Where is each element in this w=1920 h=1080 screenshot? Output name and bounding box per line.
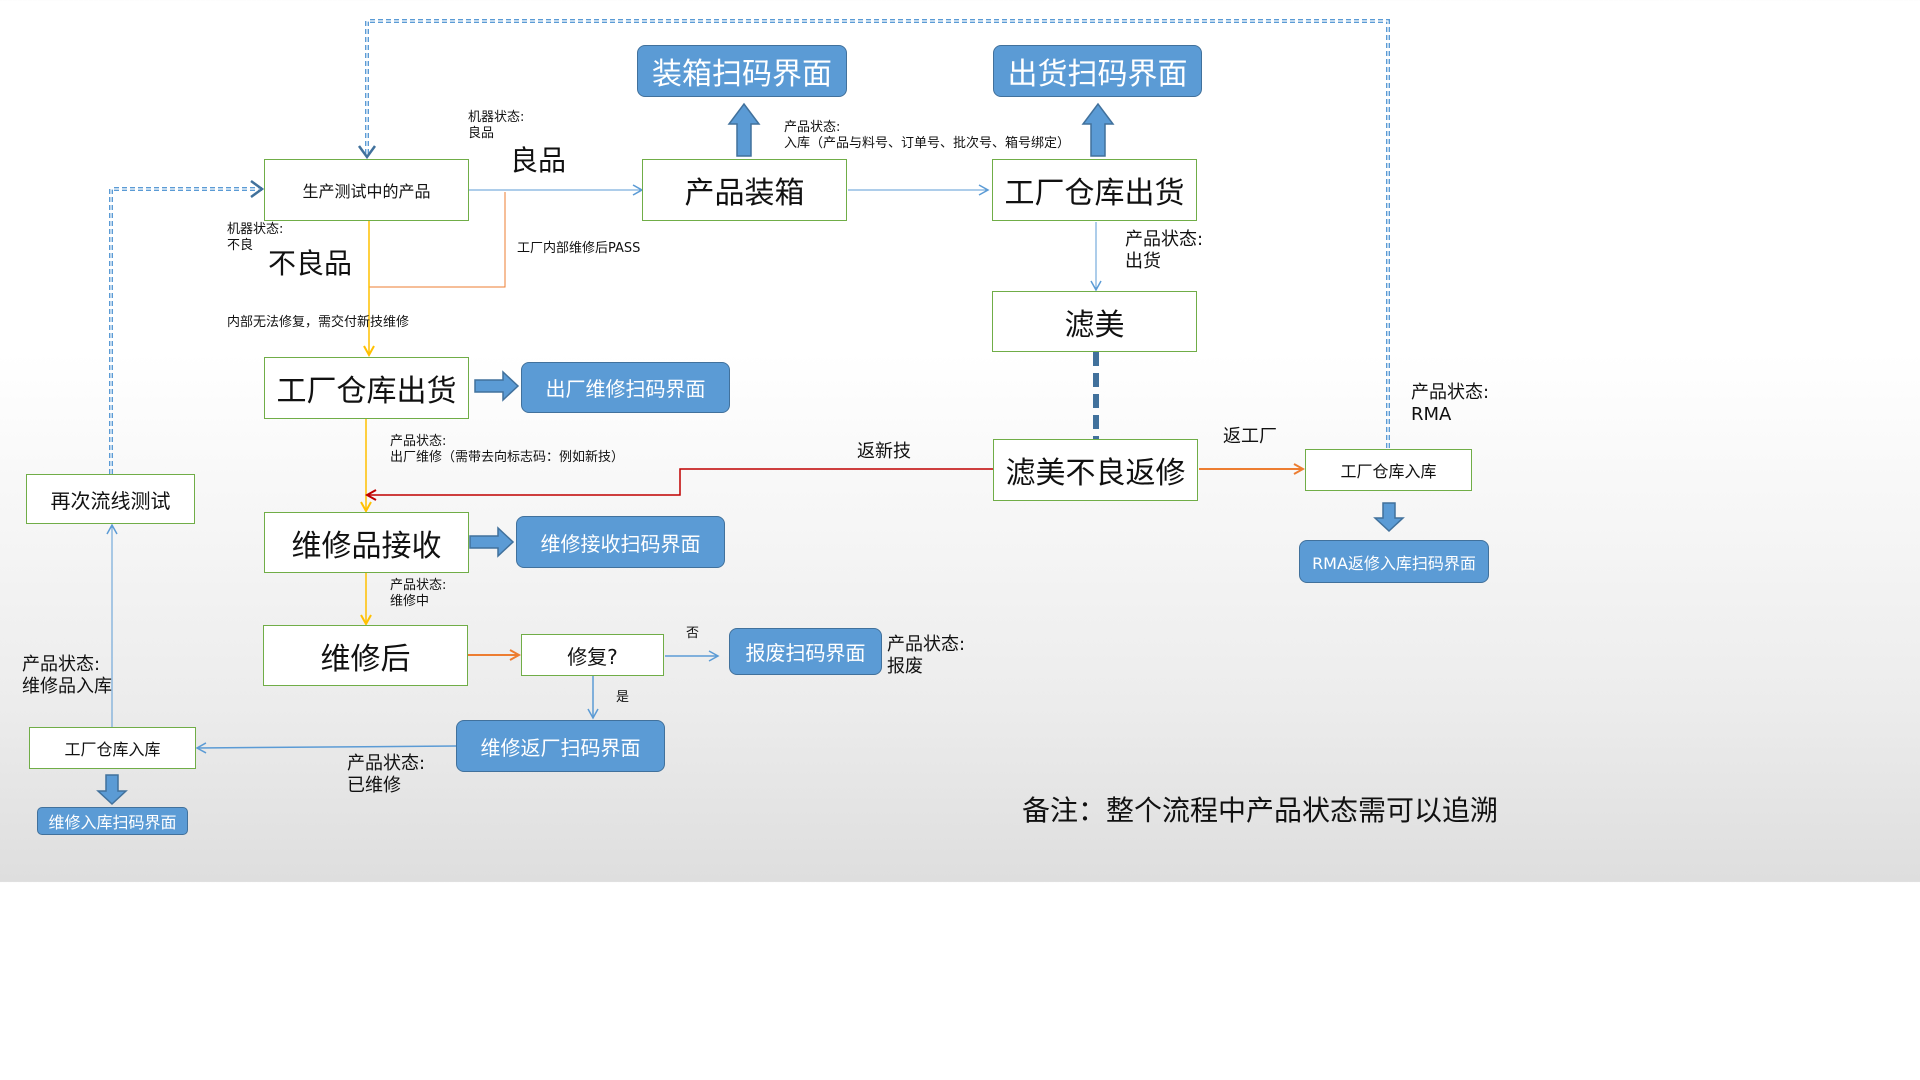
- good-big-label: 良品: [510, 144, 567, 177]
- fat-arrows: [96, 102, 1405, 806]
- status-repairing-label: 产品状态:维修中: [390, 578, 447, 609]
- no-label: 否: [686, 626, 700, 641]
- repair-return-scan-screen: 维修返厂扫码界面: [456, 720, 665, 772]
- scrap-scan-screen: 报废扫码界面: [729, 628, 882, 675]
- node-factory-ship-top: 工厂仓库出货: [992, 159, 1197, 221]
- node-factory-ship-left: 工厂仓库出货: [264, 357, 469, 419]
- status-rma-label: 产品状态:RMA: [1411, 382, 1490, 425]
- down-arrow-to-rma-scan: [1373, 502, 1405, 533]
- rma-feedback-dashed-line: [357, 19, 1390, 448]
- down-arrow-to-repair-in-scan: [96, 774, 128, 806]
- return-factory-label: 返工厂: [1223, 426, 1277, 447]
- status-out-repair-label: 产品状态:出厂维修（需带去向标志码：例如新技）: [390, 434, 625, 465]
- status-stock-label: 产品状态:入库（产品与料号、订单号、批次号、箱号绑定）: [784, 120, 1071, 151]
- ship-scan-screen: 出货扫码界面: [993, 45, 1202, 97]
- up-arrow-to-ship-scan: [1081, 102, 1115, 157]
- internal-pass-line: [369, 192, 506, 288]
- cannot-fix-label: 内部无法修复，需交付新技维修: [227, 315, 410, 330]
- node-huimei: 滤美: [992, 291, 1197, 352]
- up-arrow-to-packing-scan: [727, 102, 761, 157]
- repair-in-scan-screen: 维修入库扫码界面: [37, 807, 188, 835]
- status-repair-in-label: 产品状态:维修品入库: [22, 654, 112, 697]
- return-xinji-label: 返新技: [857, 441, 911, 462]
- out-repair-scan-screen: 出厂维修扫码界面: [521, 362, 730, 413]
- machine-status-good-label: 机器状态:良品: [468, 110, 525, 141]
- status-scrap-label: 产品状态:报废: [887, 634, 966, 677]
- right-arrow-to-out-repair-scan: [474, 370, 520, 402]
- node-factory-in-right: 工厂仓库入库: [1305, 449, 1472, 491]
- node-factory-in-left: 工厂仓库入库: [29, 727, 196, 769]
- node-repair-receive: 维修品接收: [264, 512, 469, 573]
- right-arrow-to-receive-scan: [469, 526, 515, 558]
- yes-label: 是: [616, 690, 630, 705]
- repair-receive-scan-screen: 维修接收扫码界面: [516, 516, 725, 568]
- node-after-repair: 维修后: [263, 625, 468, 686]
- status-repaired-label: 产品状态:已维修: [347, 753, 426, 796]
- node-repaired-question: 修复?: [521, 634, 664, 676]
- node-retest: 再次流线测试: [26, 474, 195, 524]
- machine-status-bad-label: 机器状态:不良: [227, 222, 284, 253]
- node-in-test: 生产测试中的产品: [264, 159, 469, 221]
- arrow-return-scan-to-stock: [195, 742, 458, 754]
- node-packing: 产品装箱: [642, 159, 847, 221]
- status-shipped-label: 产品状态:出货: [1125, 229, 1204, 272]
- retest-feedback-dashed-line: [109, 179, 265, 474]
- connector-layer: [96, 19, 1405, 806]
- note-text: 备注：整个流程中产品状态需可以追溯: [1022, 794, 1499, 827]
- arrow-return-xinji: [367, 468, 994, 495]
- node-huimei-return: 滤美不良返修: [993, 439, 1198, 501]
- internal-pass-label: 工厂内部维修后PASS: [517, 241, 641, 256]
- packing-scan-screen: 装箱扫码界面: [637, 45, 847, 97]
- rma-scan-screen: RMA返修入库扫码界面: [1299, 540, 1489, 583]
- bad-big-label: 不良品: [268, 247, 353, 280]
